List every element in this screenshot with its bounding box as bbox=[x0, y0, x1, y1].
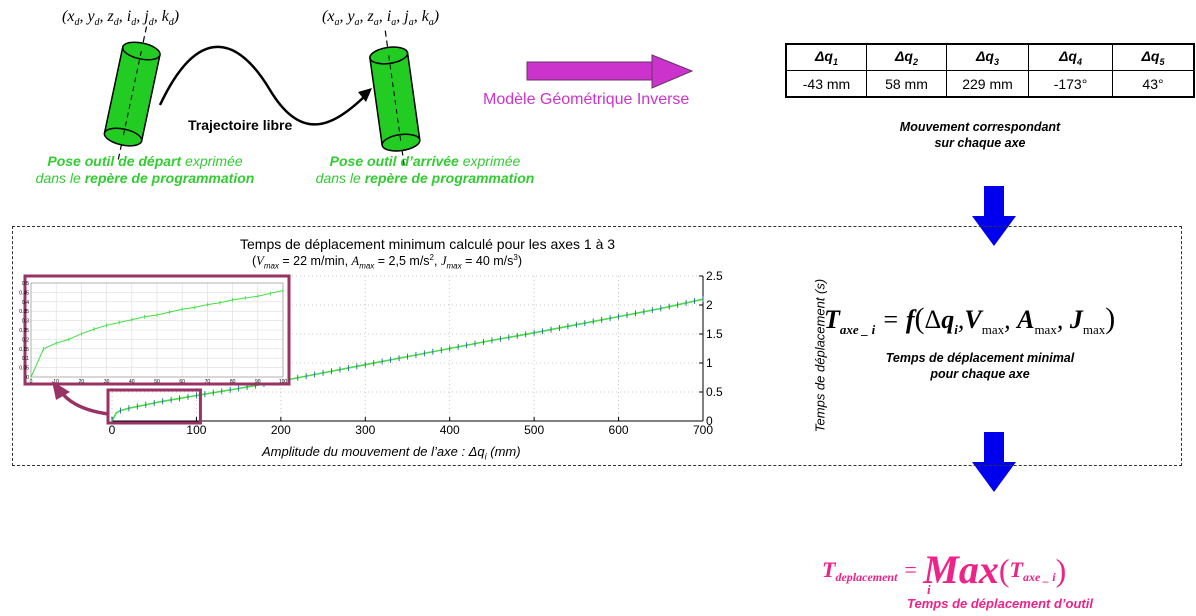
start-pose-caption: Pose outil de départ exprimée dans le re… bbox=[35, 153, 255, 186]
inset-y-tick-label: 0.2 bbox=[22, 337, 29, 343]
x-tick-label: 300 bbox=[355, 423, 375, 437]
inset-y-tick-label: 0.4 bbox=[22, 300, 29, 306]
inset-x-tick-label: 70 bbox=[205, 379, 211, 385]
inset-y-tick-label: 0.15 bbox=[19, 347, 29, 353]
zoom-arrowhead bbox=[52, 381, 70, 400]
y-tick-label: 2.5 bbox=[706, 269, 723, 283]
x-tick-label: 400 bbox=[440, 423, 460, 437]
inset-y-tick-label: 0.25 bbox=[19, 328, 29, 334]
inset-y-tick-label: 0.1 bbox=[22, 356, 29, 362]
x-tick-label: 700 bbox=[693, 423, 713, 437]
chart-ylabel: Temps de déplacement (s) bbox=[812, 278, 828, 433]
inset-x-tick-label: 10 bbox=[53, 379, 59, 385]
inset-y-tick-label: 0.05 bbox=[19, 366, 29, 372]
trajectory-curve bbox=[158, 45, 367, 126]
table-cell: -43 mm bbox=[785, 70, 867, 98]
zoom-arrow bbox=[58, 389, 109, 416]
chart-title: Temps de déplacement minimum calculé pou… bbox=[240, 236, 616, 252]
down-arrow-1 bbox=[972, 186, 1016, 246]
inset-y-tick-label: 0.35 bbox=[19, 309, 29, 315]
x-tick-label: 200 bbox=[271, 423, 291, 437]
formula-total-caption: Temps de déplacement d’outil bbox=[907, 596, 1093, 611]
table-cell: 43° bbox=[1112, 70, 1195, 98]
chart-frame bbox=[12, 226, 1182, 466]
inset-x-tick-label: 60 bbox=[179, 379, 185, 385]
mgi-arrow bbox=[526, 54, 694, 89]
inset-x-tick-label: 40 bbox=[129, 379, 135, 385]
trajectory-diagram bbox=[103, 26, 694, 170]
end-tool-cylinder bbox=[369, 30, 421, 170]
y-tick-label: 0.5 bbox=[706, 385, 723, 399]
y-tick-label: 1.5 bbox=[706, 327, 723, 341]
table-cell: 58 mm bbox=[866, 70, 947, 98]
inset-axes bbox=[30, 282, 284, 378]
inset-x-tick-label: 20 bbox=[79, 379, 85, 385]
end-pose-label: (xa, ya, za, ia, ja, ka) bbox=[322, 8, 440, 29]
chart-subtitle: (Vmax = 22 m/min, Amax = 2,5 m/s2, Jmax … bbox=[252, 253, 523, 271]
down-arrow-2 bbox=[972, 432, 1016, 492]
table-cell: -173° bbox=[1028, 70, 1113, 98]
table-cell: 229 mm bbox=[946, 70, 1029, 98]
x-tick-label: 100 bbox=[186, 423, 206, 437]
table-header-cell: Δq2 bbox=[866, 43, 947, 71]
table-header-cell: Δq1 bbox=[785, 43, 867, 71]
trajectory-label: Trajectoire libre bbox=[188, 117, 293, 133]
start-tool-cylinder bbox=[103, 26, 161, 164]
table-header-cell: Δq3 bbox=[946, 43, 1029, 71]
y-tick-label: 2 bbox=[706, 298, 713, 312]
mgi-label: Modèle Géométrique Inverse bbox=[483, 91, 690, 108]
inset-y-tick-label: 0.3 bbox=[22, 319, 29, 325]
formula-total-time: Tdeplacement = Max(Taxe _ i) bbox=[822, 547, 1067, 592]
table-row: -43 mm 58 mm 229 mm -173° 43° bbox=[785, 70, 1195, 98]
trajectory-arrowhead bbox=[358, 88, 372, 102]
y-tick-label: 1 bbox=[706, 356, 713, 370]
inset-y-tick-label: 0 bbox=[26, 375, 29, 381]
inset-y-tick-label: 0.5 bbox=[22, 281, 29, 287]
inset-x-tick-label: 100 bbox=[279, 379, 288, 385]
inset-x-tick-label: 80 bbox=[230, 379, 236, 385]
inset-x-tick-label: 50 bbox=[154, 379, 160, 385]
inset-x-tick-label: 0 bbox=[30, 379, 33, 385]
inset-x-tick-label: 90 bbox=[255, 379, 261, 385]
delta-q-table: Δq1 Δq2 Δq3 Δq4 Δq5 -43 mm 58 mm 229 mm … bbox=[785, 43, 1195, 98]
inset-y-tick-label: 0.45 bbox=[19, 290, 29, 296]
start-pose-label: (xd, yd, zd, id, jd, kd) bbox=[62, 8, 180, 29]
formula-axe-time: Taxe _ i = f(Δqi,Vmax, Amax, Jmax) bbox=[824, 302, 1116, 338]
x-tick-label: 0 bbox=[109, 423, 116, 437]
x-tick-label: 600 bbox=[609, 423, 629, 437]
chart-xlabel: Amplitude du mouvement de l’axe : Δqi (m… bbox=[262, 444, 521, 462]
end-pose-caption: Pose outil d’arrivée exprimée dans le re… bbox=[315, 153, 535, 186]
zoom-box bbox=[106, 388, 202, 425]
x-tick-label: 500 bbox=[524, 423, 544, 437]
inset-x-tick-label: 30 bbox=[104, 379, 110, 385]
y-tick-label: 0 bbox=[706, 414, 713, 428]
formula-max-index: i bbox=[927, 582, 931, 597]
table-header-cell: Δq4 bbox=[1028, 43, 1113, 71]
